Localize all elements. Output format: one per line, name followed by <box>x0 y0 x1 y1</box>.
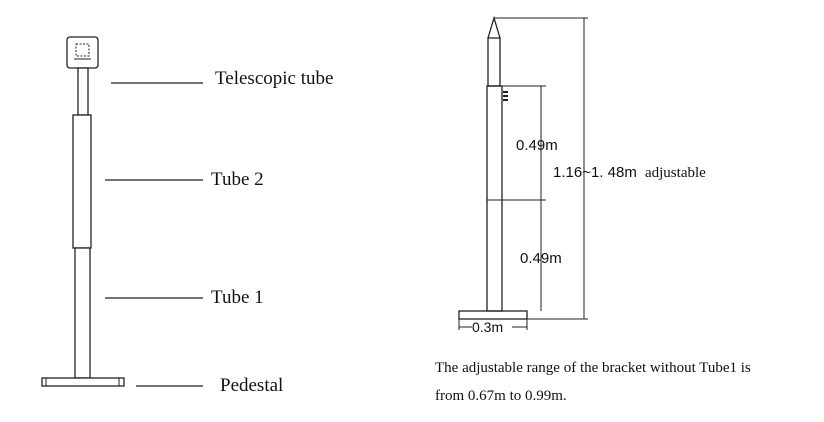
dim-label-total-value: 1.16~1. 48m <box>553 164 637 181</box>
label-tube-2: Tube 2 <box>211 169 264 190</box>
pedestal-shape <box>41 377 125 387</box>
dim-label-lower: 0.49m <box>520 250 562 267</box>
label-tube-1: Tube 1 <box>211 287 264 308</box>
label-telescopic-tube: Telescopic tube <box>215 68 333 89</box>
dim-label-total-suffix: adjustable <box>645 165 706 181</box>
telescopic-tube-shape <box>77 67 89 116</box>
note-line-1: The adjustable range of the bracket with… <box>435 360 751 376</box>
terminal-screen-icon <box>75 43 90 57</box>
terminal-head <box>66 36 99 69</box>
tube-2-shape <box>72 114 92 249</box>
stand-illustration <box>41 36 125 387</box>
drawing-base-plate <box>458 310 528 320</box>
drawing-telescopic-tube <box>487 37 501 87</box>
dim-label-upper: 0.49m <box>516 137 558 154</box>
dim-label-base: 0.3m <box>472 319 503 335</box>
top-tab <box>487 15 501 39</box>
drawing-main-tube <box>486 85 503 312</box>
tube-1-shape <box>74 247 91 379</box>
label-pedestal: Pedestal <box>220 375 283 396</box>
dim-label-total: 1.16~1. 48m adjustable <box>553 164 706 181</box>
note-line-2: from 0.67m to 0.99m. <box>435 388 567 404</box>
dimension-drawing <box>458 15 528 320</box>
